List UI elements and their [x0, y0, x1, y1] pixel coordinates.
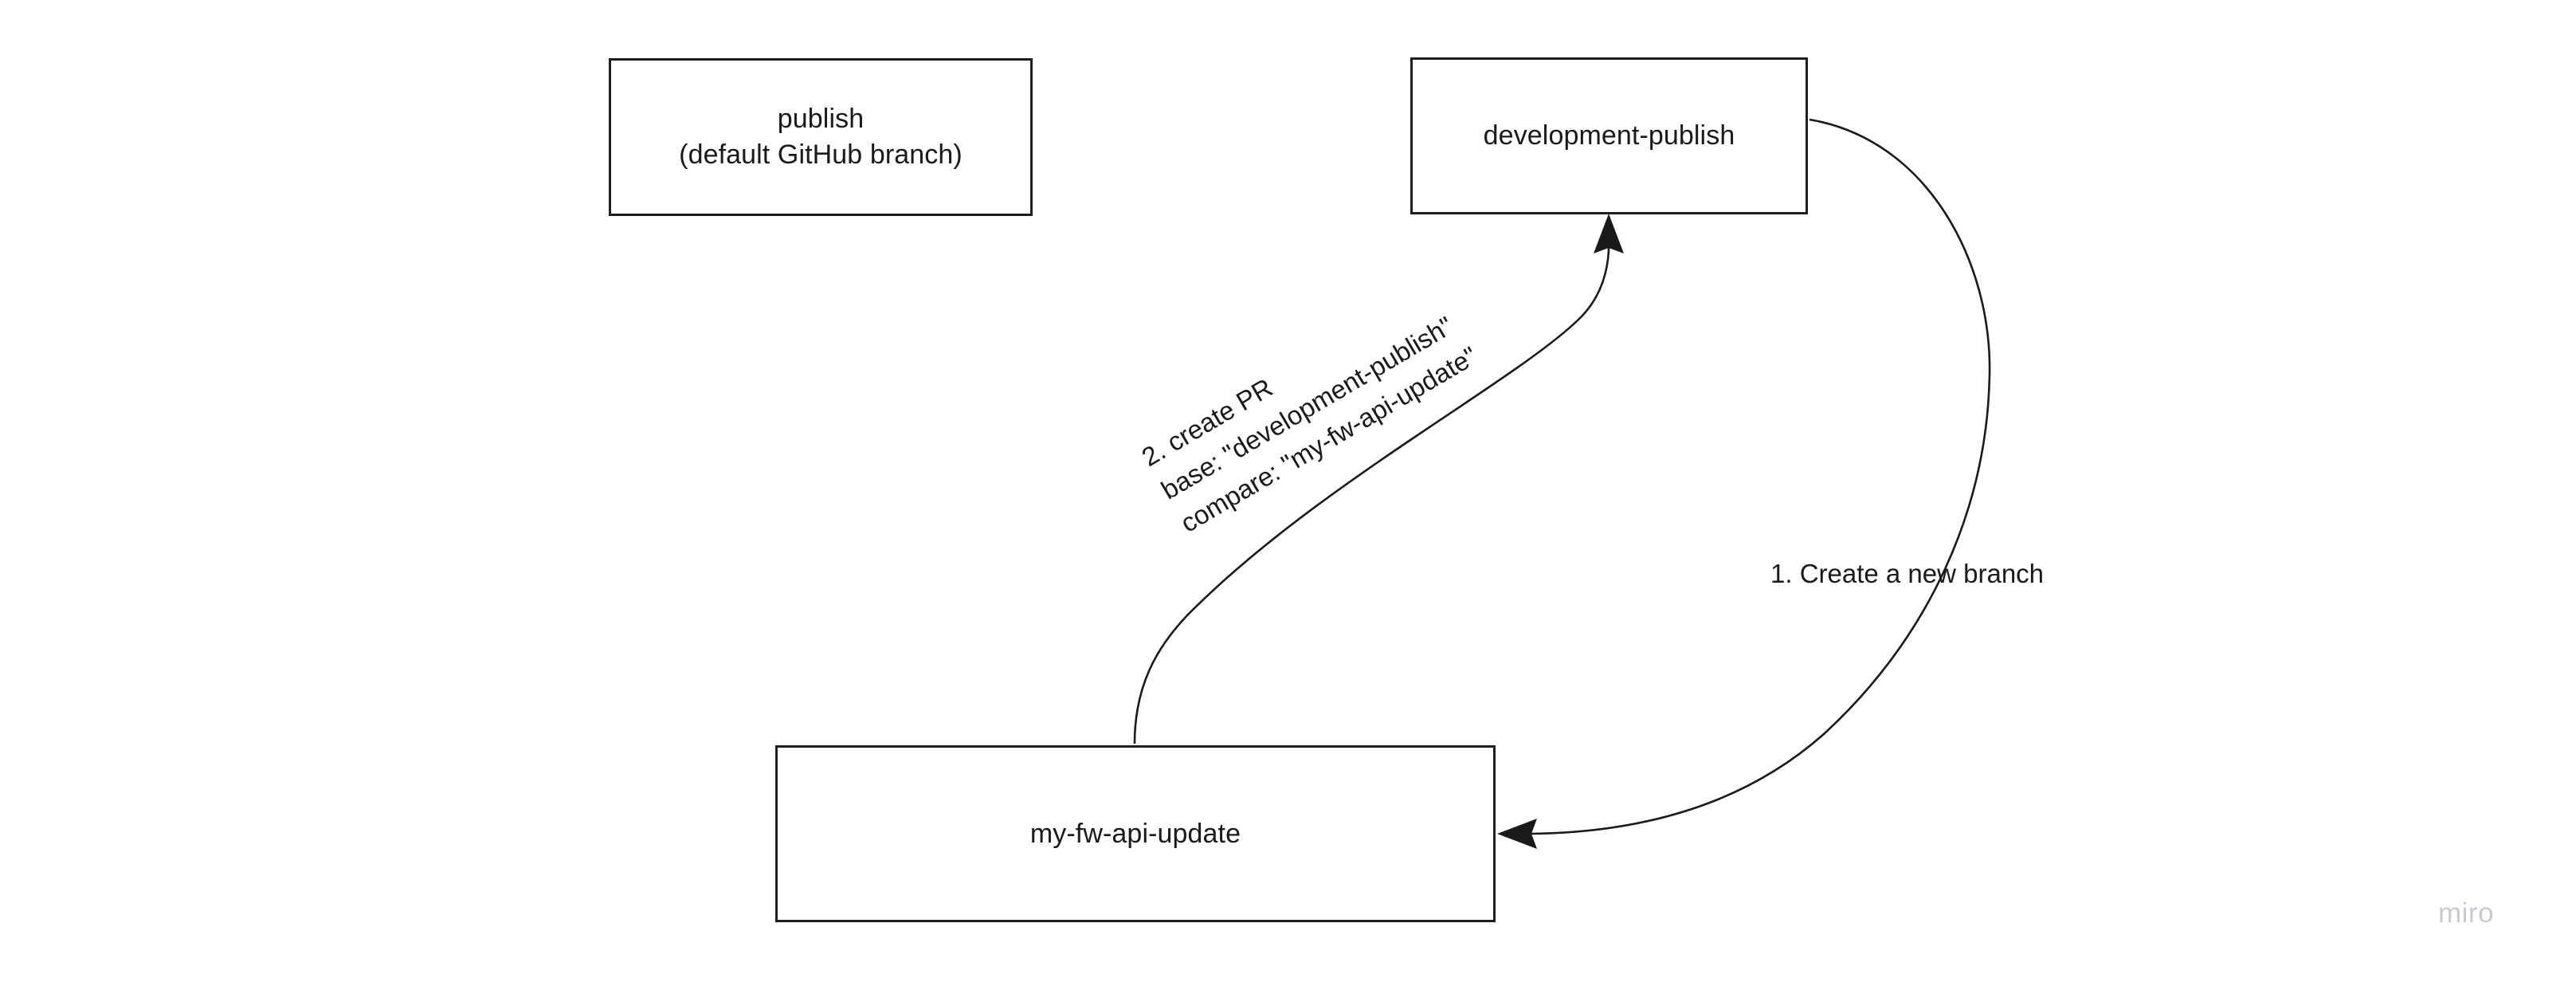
node-publish[interactable]: publish (default GitHub branch): [609, 58, 1033, 216]
edge-create-pr-arrowhead: [1594, 214, 1624, 253]
node-development-publish[interactable]: development-publish: [1410, 57, 1808, 214]
edge-label-create-branch: 1. Create a new branch: [1770, 559, 2045, 588]
edge-create-branch: [1497, 118, 1991, 849]
edge-create-branch-arrowhead: [1497, 819, 1537, 849]
edge-label-create-pr: 2. create PR base: "development-publish"…: [1136, 310, 1483, 539]
node-publish-label: publish (default GitHub branch): [679, 104, 963, 170]
node-my-fw-api-update[interactable]: my-fw-api-update: [775, 745, 1496, 922]
node-my-fw-api-update-label: my-fw-api-update: [1029, 818, 1241, 849]
node-development-publish-label: development-publish: [1483, 120, 1735, 151]
edge-create-branch-path: [1523, 118, 1991, 835]
miro-watermark: miro: [2438, 898, 2495, 929]
